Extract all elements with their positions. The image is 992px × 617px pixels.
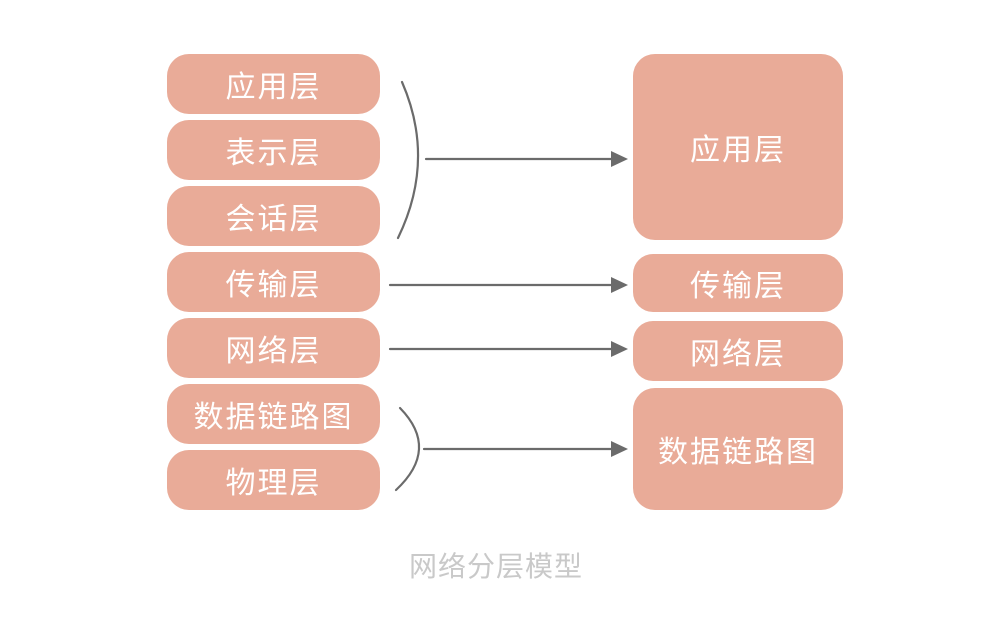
arrowhead-data-link bbox=[611, 441, 628, 457]
tcpip-layer-network: 网络层 bbox=[633, 321, 843, 381]
layer-label: 数据链路图 bbox=[658, 435, 818, 470]
layer-label: 传输层 bbox=[690, 269, 786, 304]
layer-label: 数据链路图 bbox=[193, 400, 354, 435]
diagram-caption: 网络分层模型 bbox=[408, 550, 583, 583]
osi-layer-presentation: 表示层 bbox=[167, 120, 380, 180]
osi-layer-network: 网络层 bbox=[167, 318, 380, 378]
layer-label: 传输层 bbox=[225, 268, 322, 303]
arrowhead-application bbox=[611, 151, 628, 167]
tcpip-layer-application: 应用层 bbox=[633, 54, 843, 240]
arrowhead-transport bbox=[611, 277, 628, 293]
osi-layer-transport: 传输层 bbox=[167, 252, 380, 312]
tcpip-layer-transport: 传输层 bbox=[633, 254, 843, 312]
layer-label: 应用层 bbox=[225, 70, 322, 105]
osi-layer-data-link: 数据链路图 bbox=[167, 384, 380, 444]
layer-label: 网络层 bbox=[225, 334, 322, 369]
brace-upper bbox=[396, 80, 420, 240]
brace-lower bbox=[394, 406, 421, 492]
layer-label: 网络层 bbox=[690, 337, 786, 372]
arrowhead-network bbox=[611, 341, 628, 357]
layer-label: 物理层 bbox=[225, 466, 322, 501]
osi-layer-physical: 物理层 bbox=[167, 450, 380, 510]
osi-layer-application: 应用层 bbox=[167, 54, 380, 114]
layer-label: 表示层 bbox=[225, 136, 322, 171]
layer-label: 应用层 bbox=[690, 133, 786, 168]
tcpip-layer-data-link: 数据链路图 bbox=[633, 388, 843, 510]
layer-label: 会话层 bbox=[225, 202, 322, 237]
osi-layer-session: 会话层 bbox=[167, 186, 380, 246]
